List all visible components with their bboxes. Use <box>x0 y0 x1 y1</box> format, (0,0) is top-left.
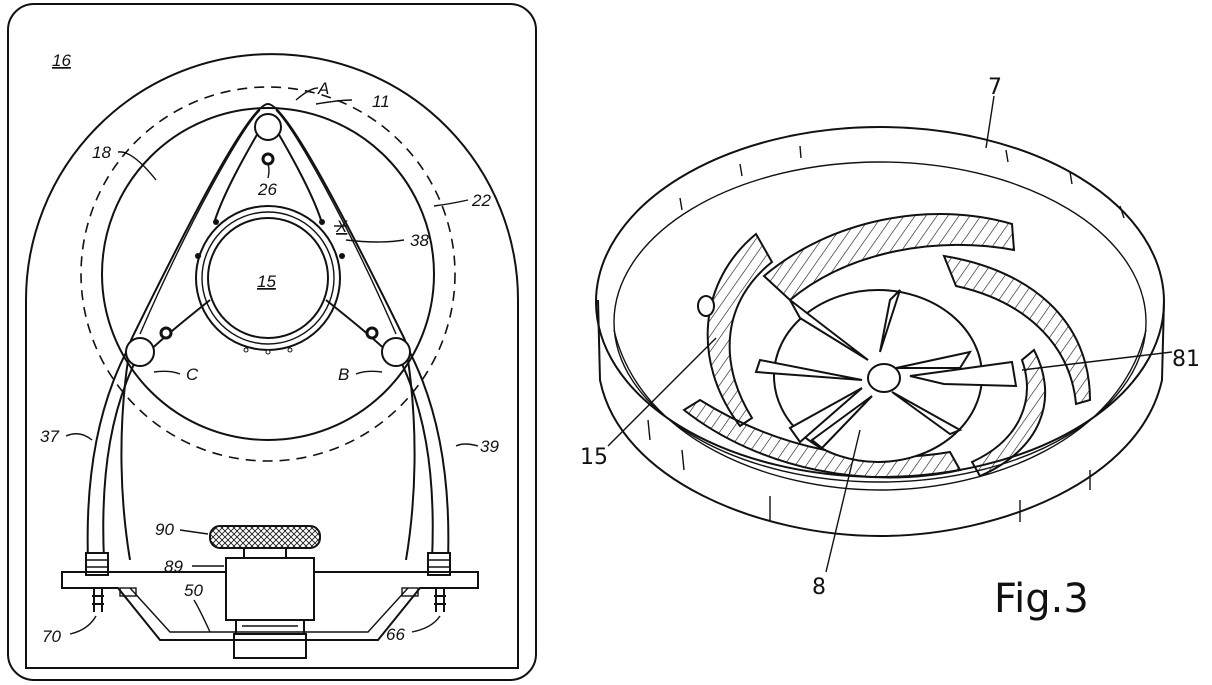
label-26: 26 <box>257 180 277 199</box>
dot-3 <box>195 253 201 259</box>
hole-right <box>365 326 379 340</box>
vane-hole <box>697 295 715 317</box>
roller-a <box>254 113 282 141</box>
label-39: 39 <box>480 437 499 456</box>
center-ring-inner <box>207 217 329 339</box>
label-18: 18 <box>92 143 111 162</box>
label-16: 16 <box>52 51 71 70</box>
left-figure: 16 A 11 18 26 22 X 38 15 C B 37 39 90 89… <box>7 3 537 681</box>
tube-loop <box>129 103 407 361</box>
center-ring-mid <box>201 211 335 345</box>
rim-ticks <box>647 145 1125 522</box>
label-b: B <box>338 365 349 384</box>
label-90: 90 <box>155 520 174 539</box>
bracket <box>61 571 479 641</box>
tube-39-inner <box>405 359 416 561</box>
vane-right <box>942 254 1092 406</box>
vane-top <box>762 213 1016 302</box>
impeller-hub <box>867 363 901 393</box>
dot-6 <box>265 349 271 355</box>
label-15-right: 15 <box>580 445 608 470</box>
housing-89 <box>225 557 315 621</box>
label-x: X <box>335 217 348 236</box>
fitting-left <box>92 588 104 612</box>
dot-4 <box>339 253 345 259</box>
fitting-right <box>434 588 446 612</box>
roller-b <box>381 337 411 367</box>
label-15-left: 15 <box>257 272 276 291</box>
label-a: A <box>317 79 329 98</box>
label-38: 38 <box>410 231 429 250</box>
tube-37-inner <box>120 359 131 561</box>
label-c: C <box>186 365 199 384</box>
label-70: 70 <box>42 627 61 646</box>
knob-90 <box>209 525 321 549</box>
tube-loop-inner <box>139 109 397 335</box>
label-11: 11 <box>372 92 390 111</box>
figure-caption: Fig.3 <box>994 576 1089 622</box>
outer-frame <box>7 3 537 681</box>
vane-left <box>706 232 774 428</box>
impeller-blades <box>754 289 1018 450</box>
label-50: 50 <box>184 581 203 600</box>
tube-37 <box>86 344 141 561</box>
arched-panel <box>25 53 519 669</box>
dot-7 <box>287 347 293 353</box>
label-8: 8 <box>812 575 826 600</box>
vane-lower-right <box>970 348 1047 478</box>
right-figure: 7 81 15 8 Fig.3 <box>580 75 1200 622</box>
dashed-ring <box>80 86 456 462</box>
label-66: 66 <box>386 625 405 644</box>
clamp-left <box>85 552 109 576</box>
label-81: 81 <box>1172 347 1200 372</box>
label-37: 37 <box>40 427 59 446</box>
bowl-rim-inner <box>613 161 1147 483</box>
dot-2 <box>319 219 325 225</box>
dot-5 <box>243 347 249 353</box>
axle-hole <box>261 152 275 166</box>
tube-39 <box>395 344 450 561</box>
dot-1 <box>213 219 219 225</box>
label-89: 89 <box>164 557 183 576</box>
label-22: 22 <box>471 191 491 210</box>
label-7: 7 <box>988 75 1002 100</box>
hole-left <box>159 326 173 340</box>
outer-circle <box>101 107 435 441</box>
bowl-wall <box>597 299 1165 538</box>
clamp-right <box>427 552 451 576</box>
roller-c <box>125 337 155 367</box>
